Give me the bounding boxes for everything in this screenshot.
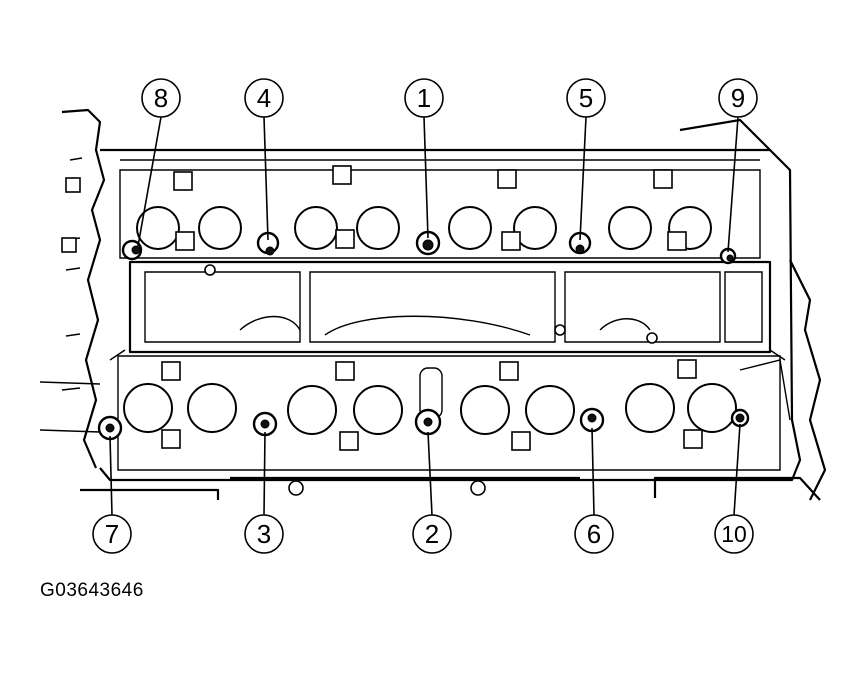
upper-valve-row: [61, 165, 712, 253]
callout-6: 6: [574, 514, 614, 554]
callout-5: 5: [566, 78, 606, 118]
figure-code-label: G03643646: [40, 580, 144, 601]
callout-4: 4: [244, 78, 284, 118]
svg-text:6: 6: [587, 519, 601, 549]
cylinder-head-body: [39, 108, 827, 501]
svg-text:2: 2: [425, 519, 439, 549]
lower-valve-row: [123, 359, 737, 451]
svg-text:9: 9: [731, 83, 745, 113]
callout-7: 7: [92, 514, 132, 554]
svg-text:8: 8: [154, 83, 168, 113]
svg-text:3: 3: [257, 519, 271, 549]
callout-2: 2: [412, 514, 452, 554]
svg-text:7: 7: [105, 519, 119, 549]
svg-text:4: 4: [257, 83, 271, 113]
callout-1: 1: [404, 78, 444, 118]
callout-9: 9: [718, 78, 758, 118]
callout-8: 8: [141, 78, 181, 118]
head-bolts: [97, 230, 750, 441]
callout-3: 3: [244, 514, 284, 554]
svg-text:1: 1: [417, 83, 431, 113]
callouts: 8 4 1 5 9 7: [92, 78, 758, 554]
callout-10: 10: [714, 514, 754, 554]
svg-text:10: 10: [721, 521, 747, 547]
svg-text:5: 5: [579, 83, 593, 113]
